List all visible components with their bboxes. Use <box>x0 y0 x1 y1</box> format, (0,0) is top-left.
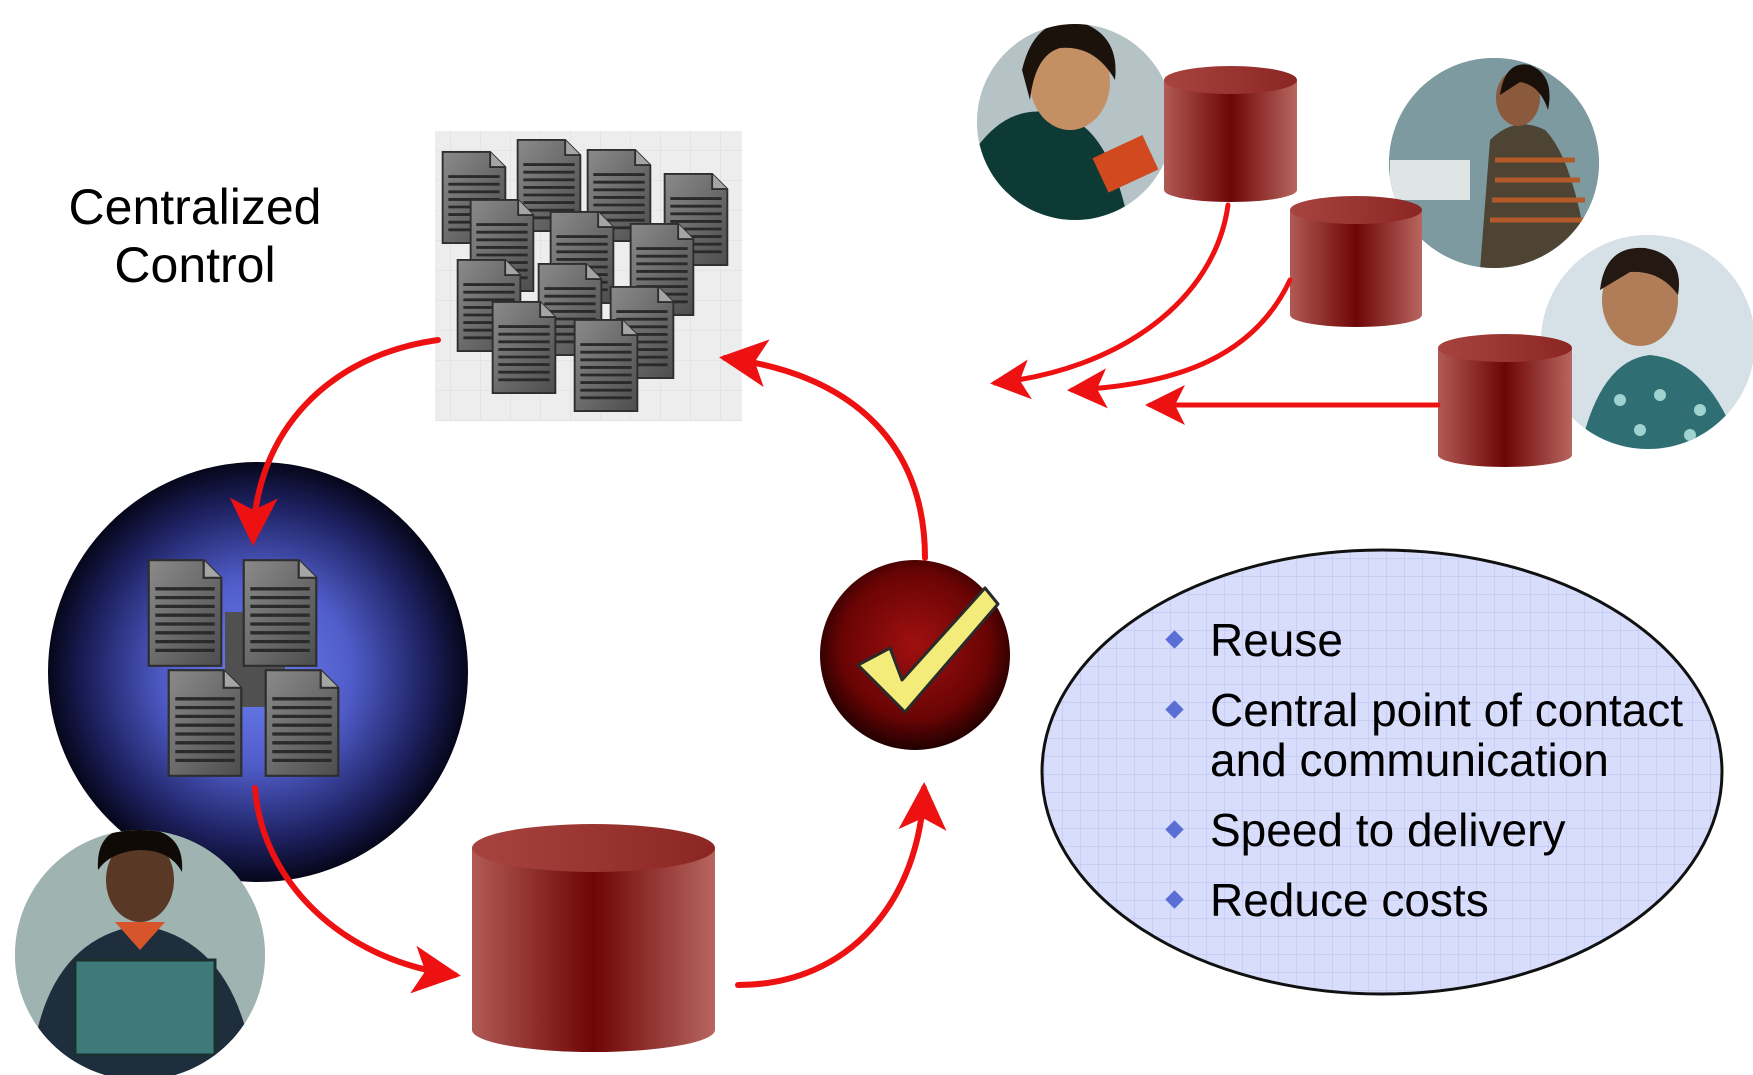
document-icon <box>573 318 639 413</box>
checkmark-icon <box>820 560 1010 750</box>
diamond-bullet-icon <box>1165 890 1184 909</box>
arrow-check-to-docs <box>719 339 928 561</box>
document-icon <box>146 558 224 668</box>
arrow-database-to-check <box>735 782 947 988</box>
benefits-list: Reuse Central point of contact and commu… <box>1160 615 1720 945</box>
central-database <box>472 824 715 1052</box>
document-repository <box>435 131 742 421</box>
list-item: Reduce costs <box>1160 875 1720 925</box>
document-icon <box>491 300 557 395</box>
database-icon <box>1438 334 1572 467</box>
user-photo-1 <box>977 24 1173 220</box>
list-item: Reuse <box>1160 615 1720 665</box>
title-line-1: Centralized <box>68 179 322 235</box>
central-hub-sphere <box>48 462 468 882</box>
user-photo-4 <box>15 830 265 1075</box>
user-photo-2 <box>1389 58 1599 268</box>
title-line-2: Control <box>114 237 276 293</box>
list-item: Central point of contact and communicati… <box>1160 685 1720 785</box>
database-icon <box>1164 66 1297 202</box>
page-title: Centralized Control <box>40 178 350 294</box>
user-photo-3 <box>1541 235 1753 449</box>
document-icon <box>263 668 341 778</box>
cycle-arrows <box>229 337 947 994</box>
document-icon <box>166 668 244 778</box>
database-icon <box>1290 196 1422 327</box>
arrow-hub-to-database <box>252 785 461 994</box>
list-item: Speed to delivery <box>1160 805 1720 855</box>
inbound-arrows <box>990 202 1441 425</box>
diamond-bullet-icon <box>1165 820 1184 839</box>
benefits-ellipse <box>1040 548 1724 996</box>
diamond-bullet-icon <box>1165 700 1184 719</box>
diamond-bullet-icon <box>1165 630 1184 649</box>
arrow-docs-to-hub <box>229 337 441 546</box>
document-icon <box>241 558 319 668</box>
